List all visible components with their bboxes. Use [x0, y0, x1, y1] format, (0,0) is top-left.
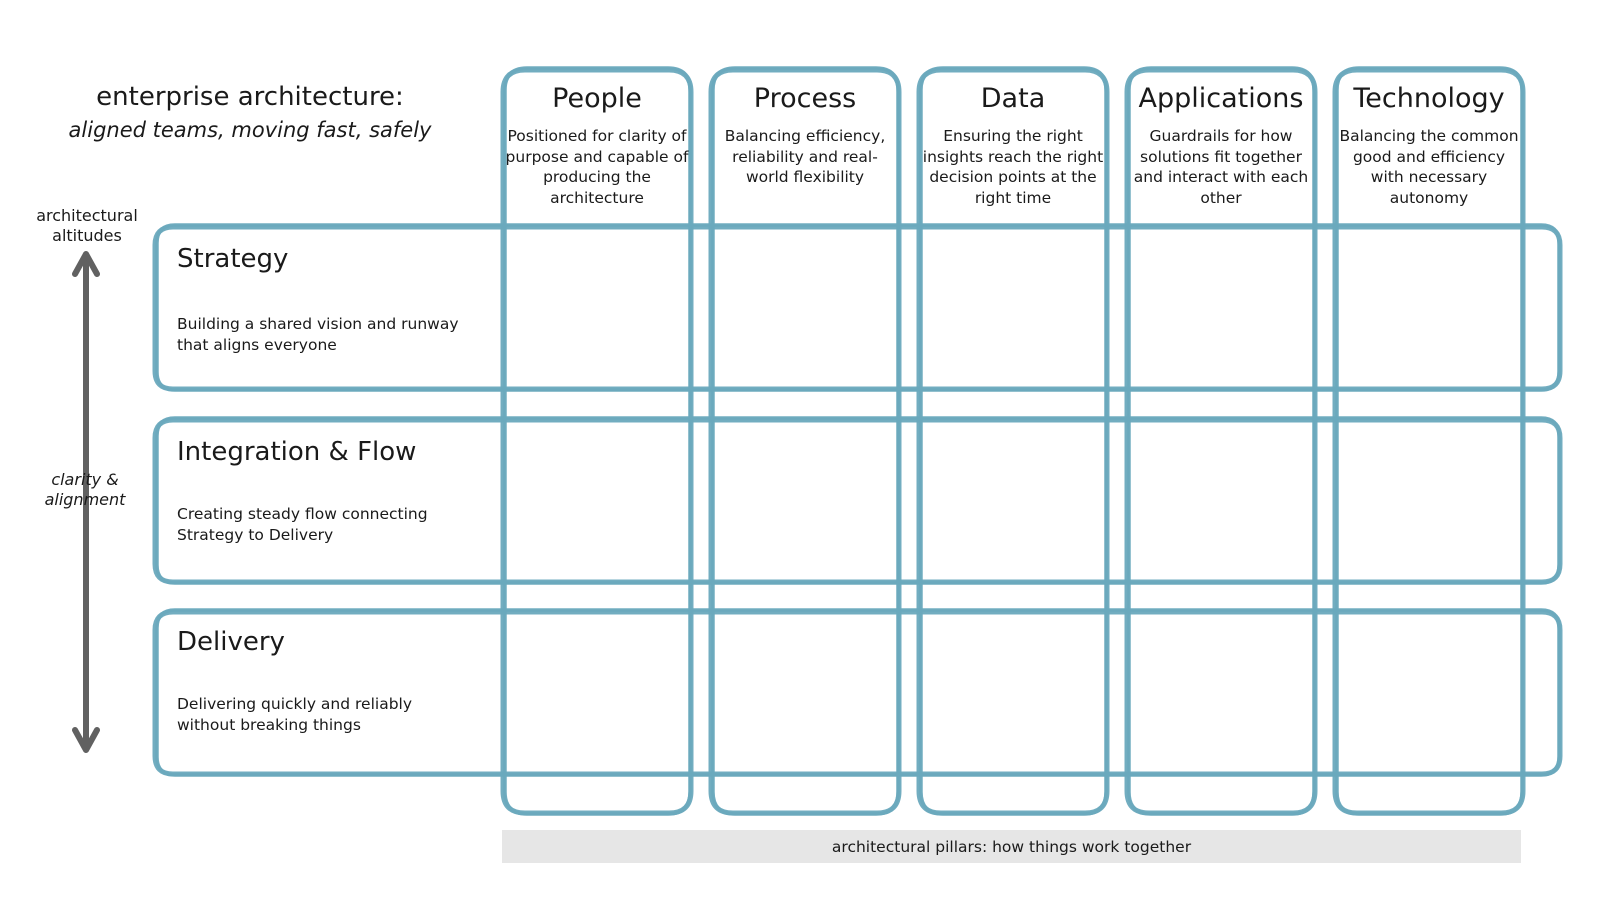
altitude-description-integration-flow: Creating steady flow connecting Strategy…	[177, 505, 428, 544]
pillar-description-people: Positioned for clarity of purpose and ca…	[505, 127, 689, 207]
pillar-description-process: Balancing efficiency, reliability and re…	[724, 127, 886, 186]
pillar-frame-data	[916, 66, 1110, 816]
pillar-title-applications: Applications	[1138, 83, 1304, 114]
altitude-frame-integration-flow	[152, 416, 1563, 585]
altitude-frames	[152, 223, 1563, 777]
pillar-frames	[500, 66, 1526, 816]
page-title: enterprise architecture:	[96, 82, 404, 112]
altitude-frame-strategy	[152, 223, 1563, 392]
altitude-title-integration-flow: Integration & Flow	[177, 437, 417, 467]
pillar-frame-people	[500, 66, 694, 816]
pillar-frame-applications	[1124, 66, 1318, 816]
altitude-axis-arrow	[72, 251, 100, 753]
pillar-description-technology: Balancing the common good and efficiency…	[1339, 127, 1519, 207]
pillar-title-data: Data	[980, 83, 1046, 114]
altitude-frame-delivery	[152, 608, 1563, 777]
altitude-title-delivery: Delivery	[177, 627, 285, 657]
altitude-title-strategy: Strategy	[177, 244, 289, 274]
pillar-frame-process	[708, 66, 902, 816]
pillar-title-technology: Technology	[1353, 83, 1505, 114]
pillars-footer-label: architectural pillars: how things work t…	[831, 838, 1192, 856]
altitude-description-strategy: Building a shared vision and runway that…	[177, 315, 459, 354]
pillar-description-data: Ensuring the right insights reach the ri…	[922, 127, 1104, 207]
pillar-title-people: People	[552, 83, 642, 114]
pillars-footer-bar	[502, 830, 1521, 863]
altitude-description-delivery: Delivering quickly and reliably without …	[177, 695, 413, 734]
page-subtitle: aligned teams, moving fast, safely	[68, 118, 432, 142]
axis-label-clarity: clarity & alignment	[44, 470, 126, 509]
axis-label-altitudes: architectural altitudes	[36, 206, 138, 245]
pillar-frame-technology	[1332, 66, 1526, 816]
pillar-title-process: Process	[753, 83, 857, 114]
pillar-description-applications: Guardrails for how solutions fit togethe…	[1133, 127, 1309, 207]
